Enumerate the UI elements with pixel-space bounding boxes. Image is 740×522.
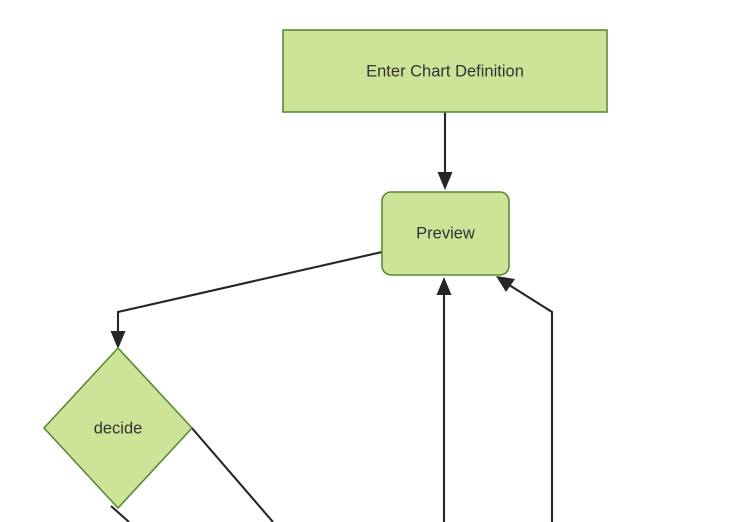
edge-line	[110, 505, 130, 522]
node-label-preview: Preview	[416, 224, 475, 242]
arrowhead-down-icon	[437, 172, 453, 190]
node-rectangle[interactable]	[282, 29, 608, 113]
edge-decide-down-right	[190, 426, 274, 522]
arrowhead-up-left-icon	[496, 276, 515, 292]
node-diamond[interactable]	[42, 346, 194, 510]
edge-bottom-center-to-preview	[436, 277, 452, 522]
edge-line	[190, 426, 274, 522]
edge-line	[116, 250, 383, 336]
edge-enter-to-preview	[437, 112, 453, 190]
node-decide[interactable]: decide	[42, 346, 194, 510]
edge-line	[505, 282, 554, 522]
arrowhead-up-icon	[436, 277, 452, 295]
node-preview[interactable]: Preview	[381, 191, 510, 276]
node-label-decide: decide	[94, 419, 143, 437]
node-label-enter-chart-definition: Enter Chart Definition	[366, 62, 524, 80]
node-rounded-rectangle[interactable]	[381, 191, 510, 276]
node-enter-chart-definition[interactable]: Enter Chart Definition	[282, 29, 608, 113]
edge-decide-down-left	[110, 505, 130, 522]
arrowhead-down-icon	[110, 331, 126, 349]
edge-preview-to-decide	[110, 250, 383, 349]
edge-bottom-right-to-preview	[496, 276, 554, 522]
